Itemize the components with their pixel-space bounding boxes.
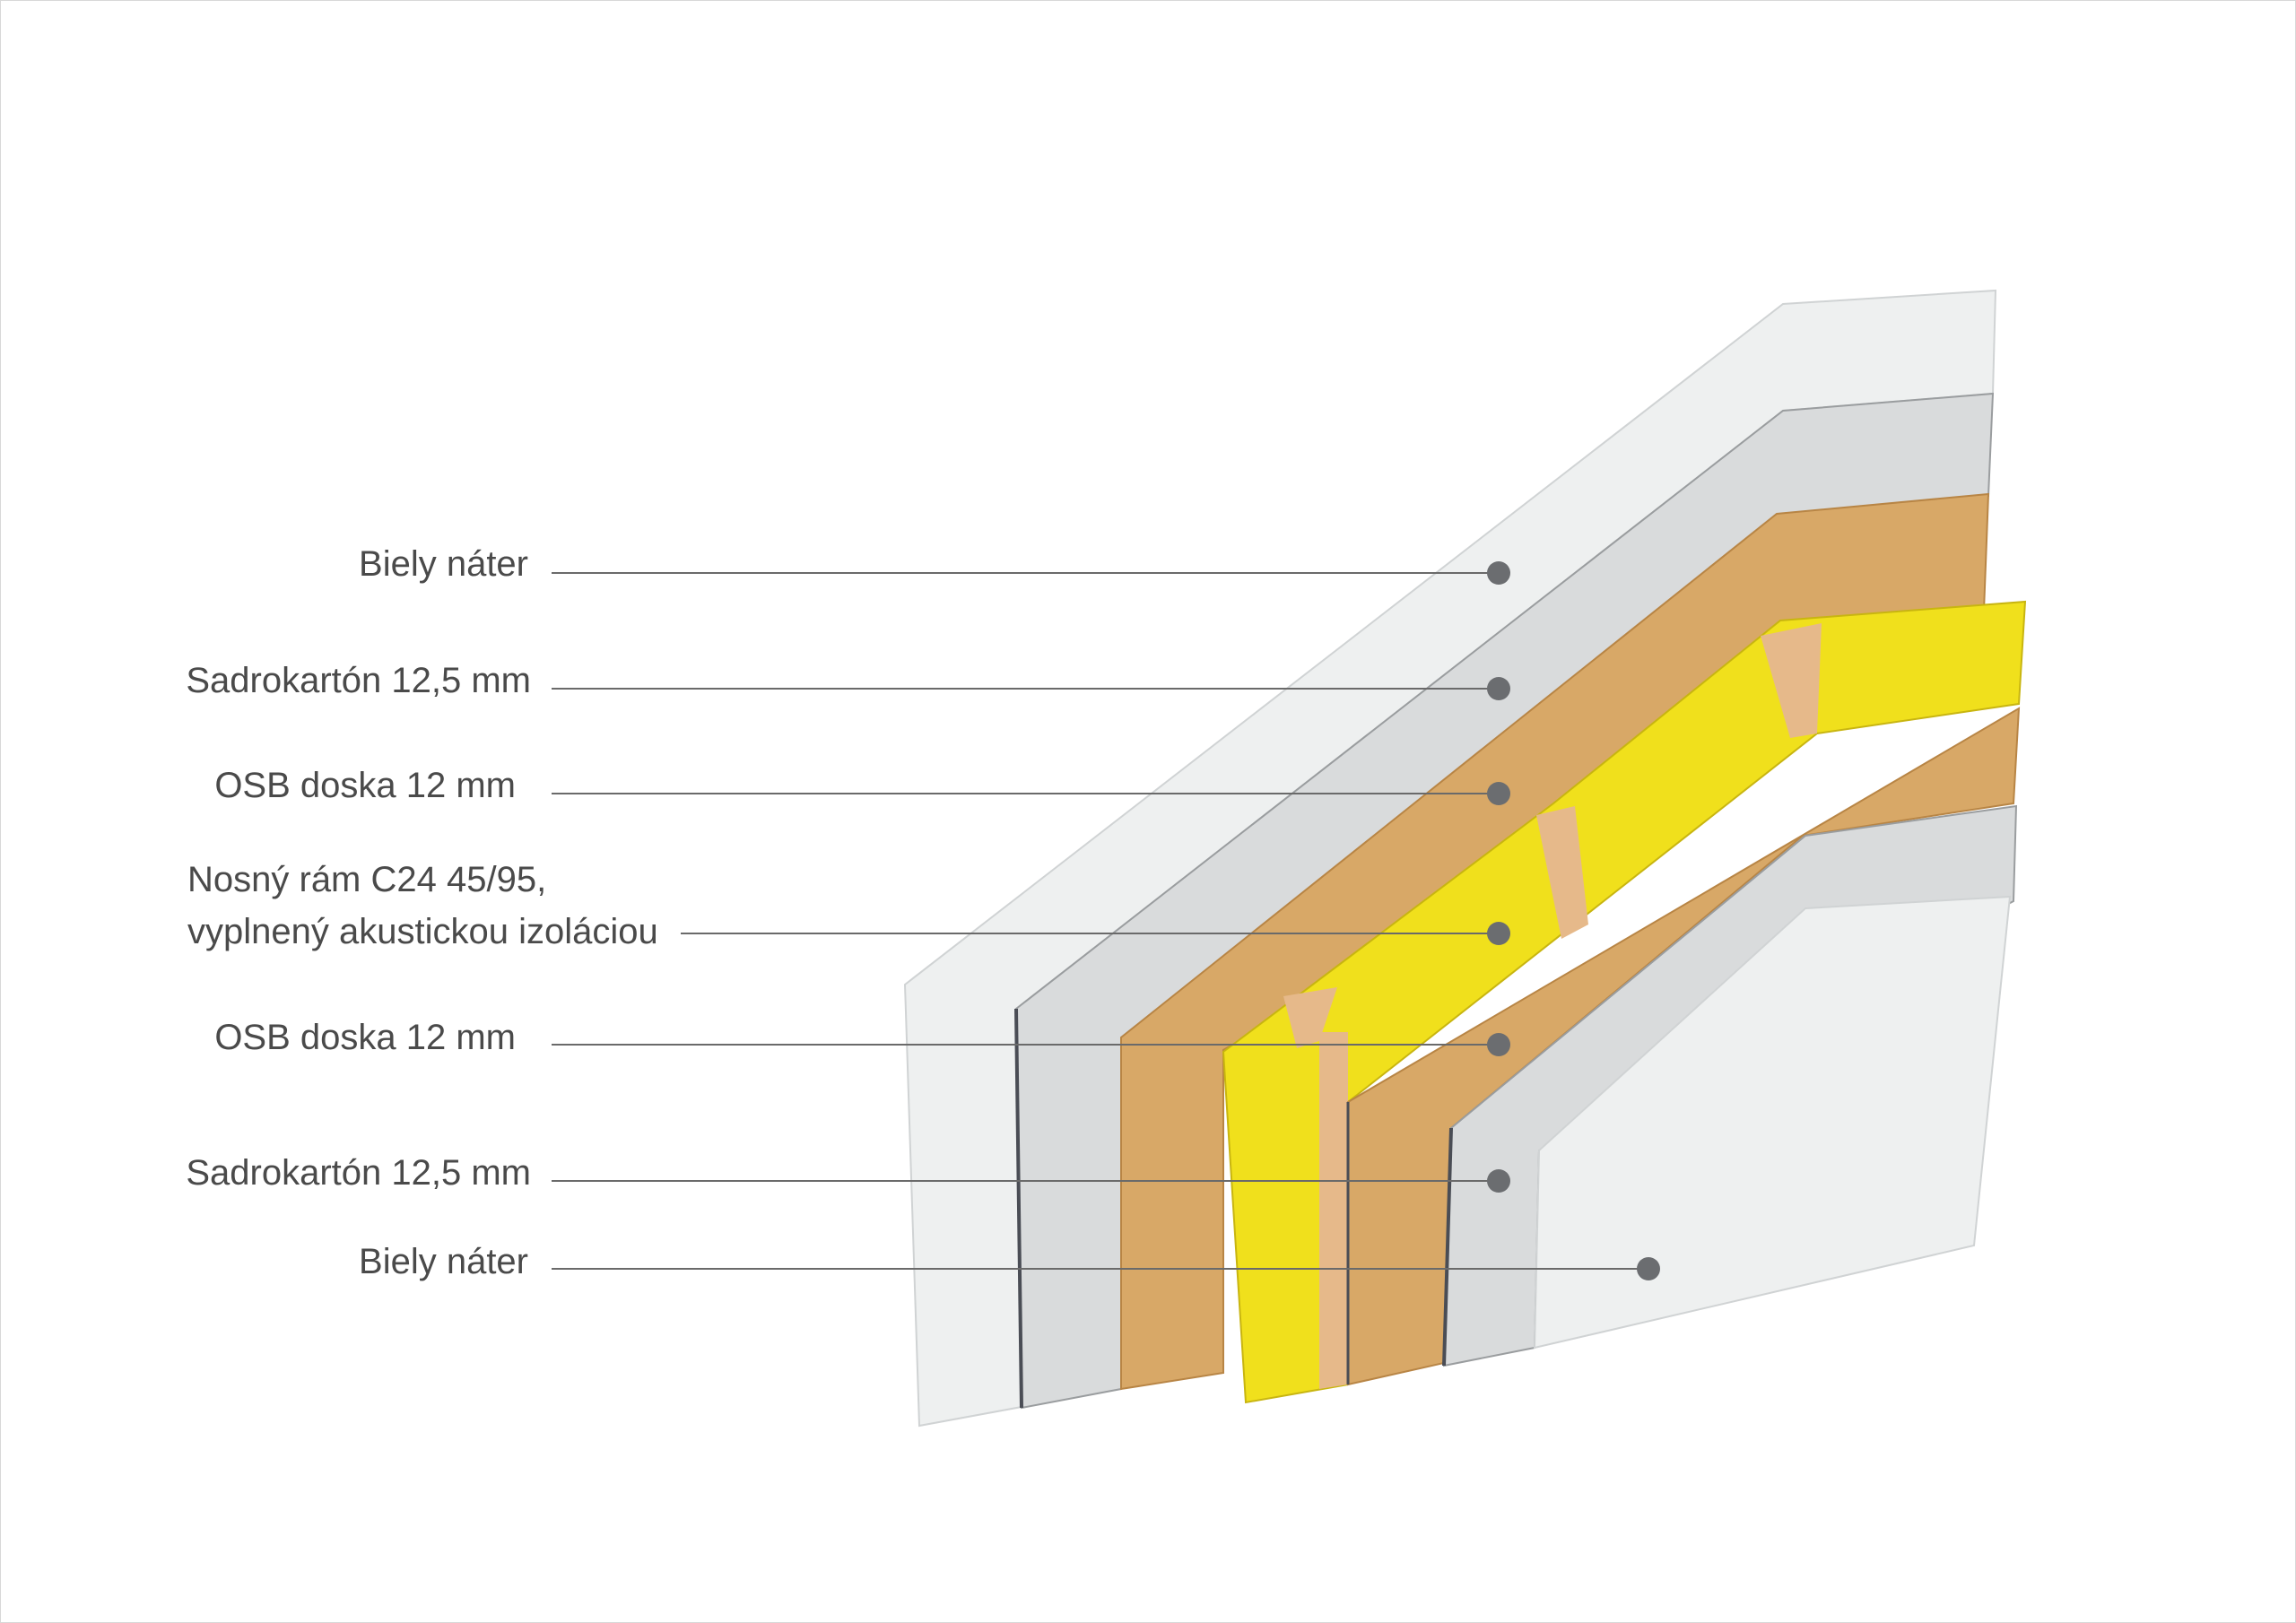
label-osb-back: OSB doska 12 mm bbox=[214, 766, 516, 805]
leader-dot-6 bbox=[1487, 1169, 1510, 1193]
label-white-paint-front: Biely náter bbox=[359, 1242, 528, 1281]
label-frame-line2: vyplnený akustickou izoláciou bbox=[187, 912, 658, 951]
leader-lines bbox=[552, 572, 1648, 1270]
drywall-edge bbox=[1014, 1008, 1023, 1409]
label-drywall-front: Sadrokartón 12,5 mm bbox=[186, 1153, 531, 1193]
front-plaster-layer bbox=[1533, 895, 2012, 1350]
leader-dot-4 bbox=[1487, 922, 1510, 945]
leader-dot-3 bbox=[1487, 782, 1510, 805]
leader-dot-5 bbox=[1487, 1033, 1510, 1056]
stud-band-2 bbox=[1761, 623, 1822, 738]
label-osb-front: OSB doska 12 mm bbox=[214, 1018, 516, 1057]
stud-front-face bbox=[1319, 1032, 1348, 1389]
insulation-layer bbox=[1222, 600, 2027, 1404]
front-drywall-edge bbox=[1442, 1127, 1453, 1367]
leader-dot-7 bbox=[1637, 1257, 1660, 1280]
stud-band-1 bbox=[1536, 806, 1588, 939]
label-white-paint-back: Biely náter bbox=[359, 544, 528, 584]
leader-dot-2 bbox=[1487, 677, 1510, 700]
stud-band-3 bbox=[1283, 987, 1337, 1048]
label-drywall-back: Sadrokartón 12,5 mm bbox=[186, 661, 531, 700]
leader-dots bbox=[1487, 561, 1660, 1280]
leader-dot-1 bbox=[1487, 561, 1510, 585]
label-frame-line1: Nosný rám C24 45/95, bbox=[187, 860, 547, 899]
